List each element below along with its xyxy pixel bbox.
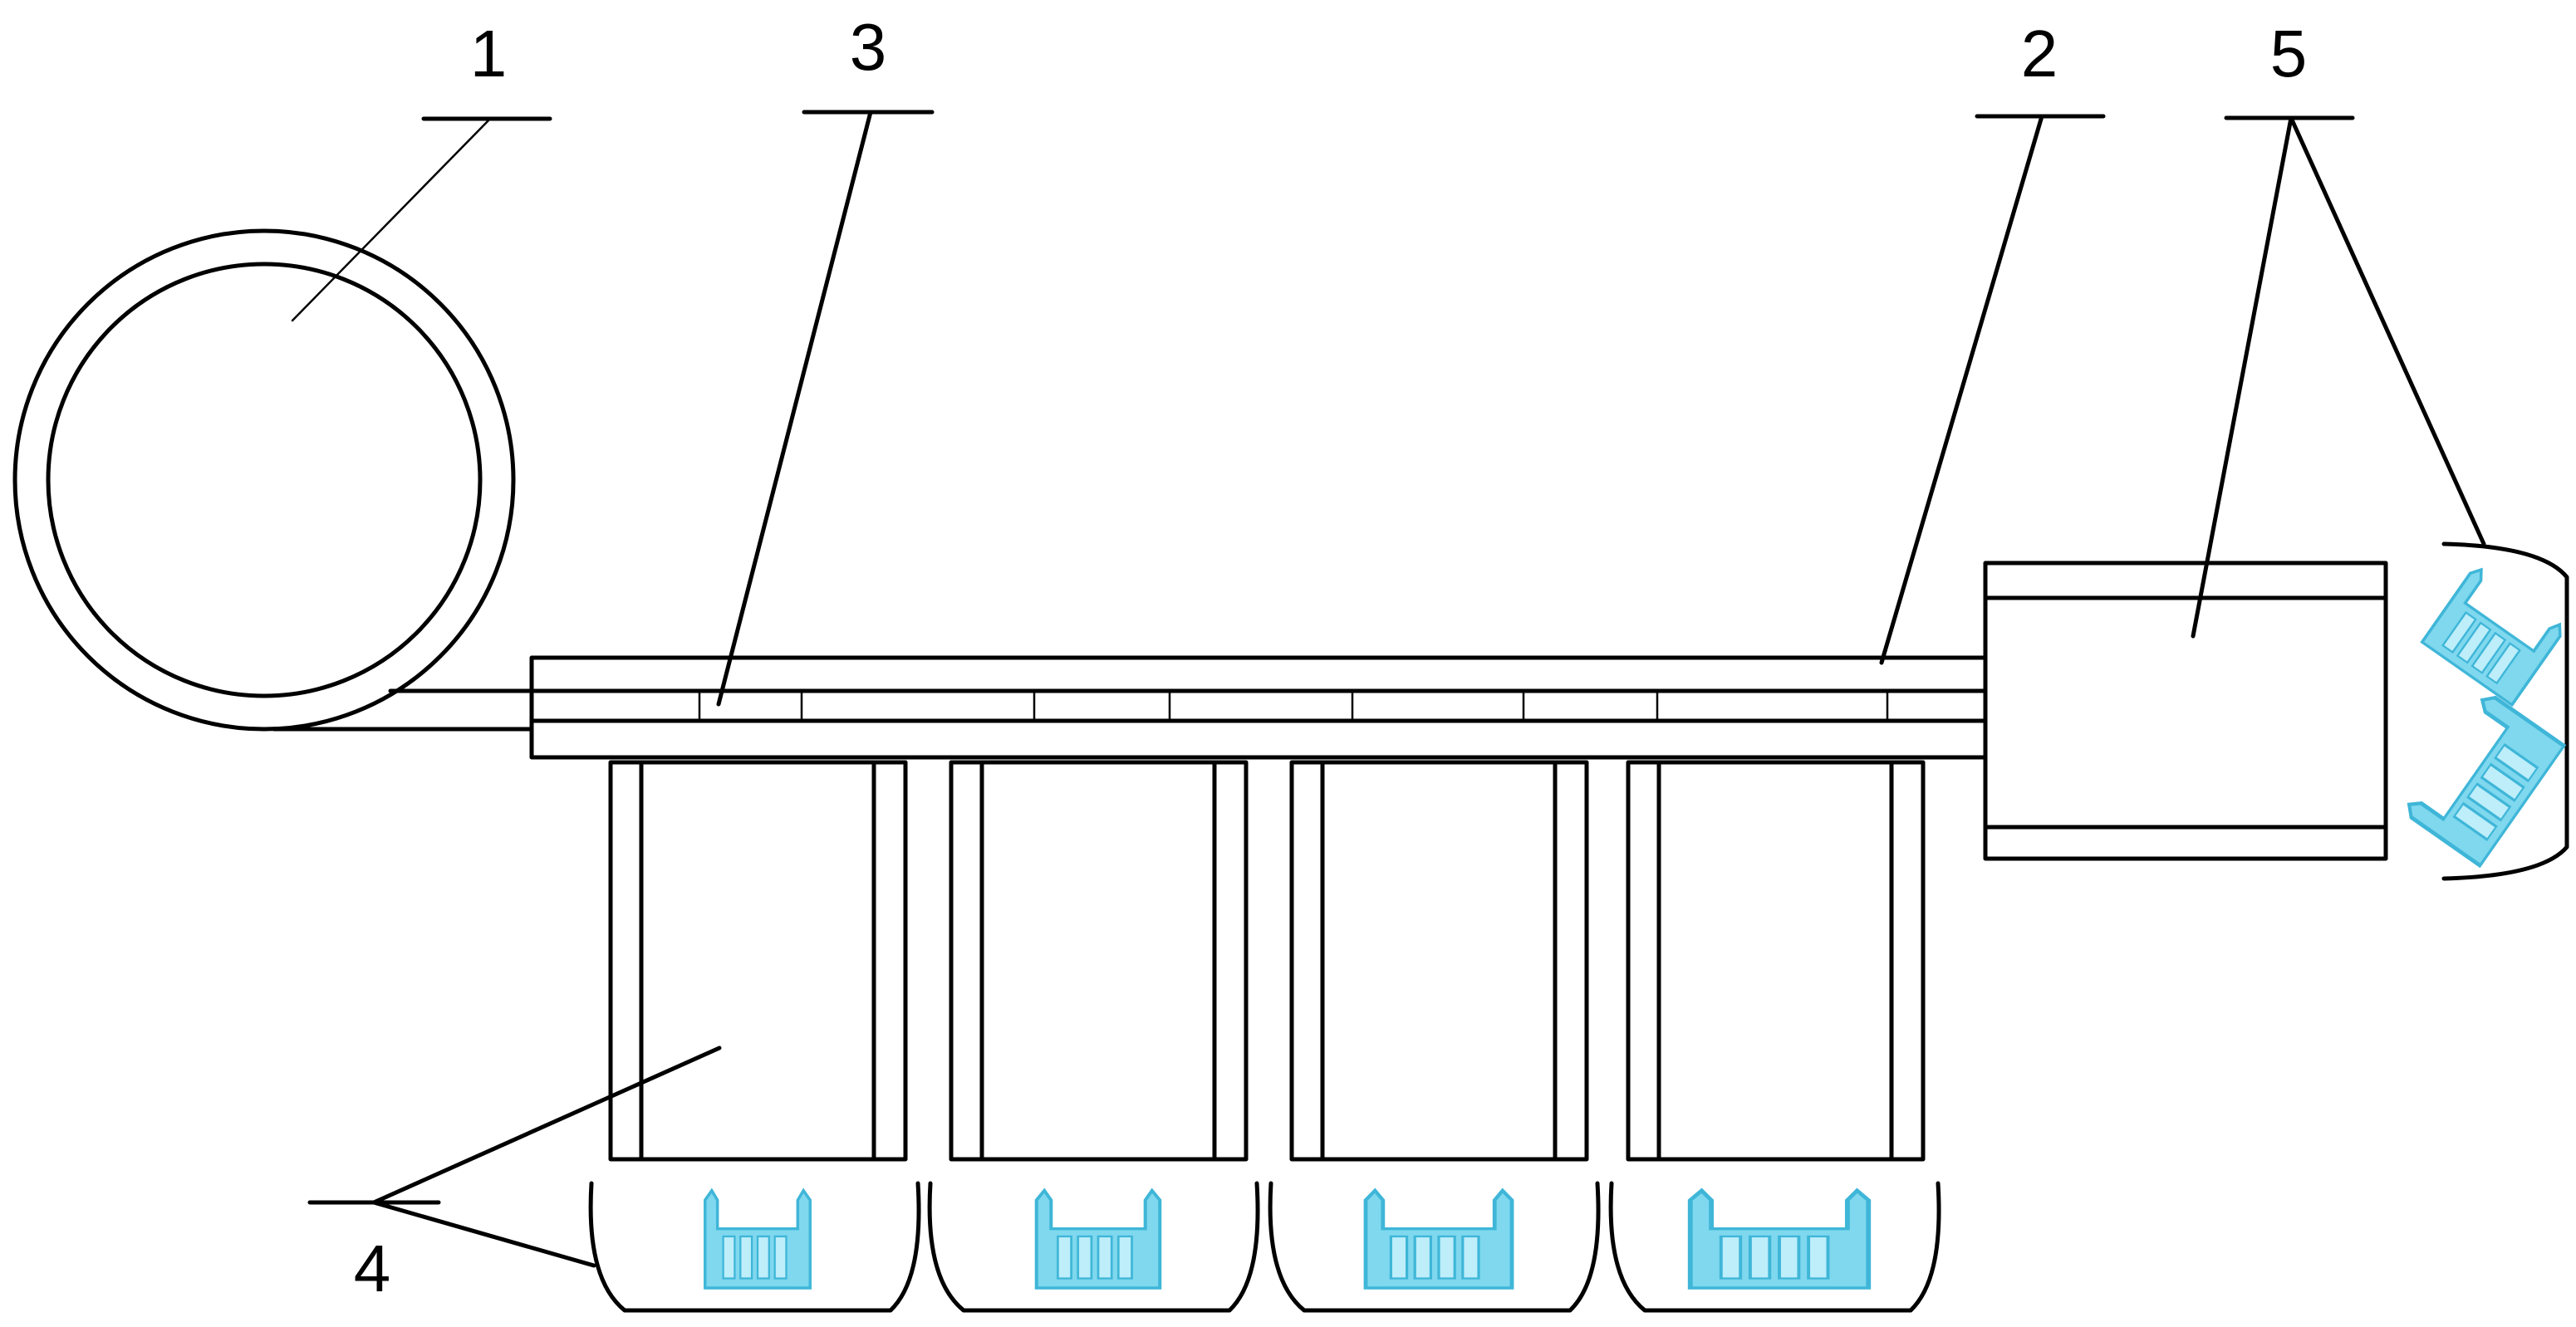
bin-1 bbox=[588, 1181, 921, 1313]
comb-connector-icon bbox=[704, 1188, 812, 1290]
label-5: 5 bbox=[2270, 17, 2308, 91]
station-4 bbox=[1626, 760, 1926, 1162]
bin-2 bbox=[927, 1181, 1260, 1313]
comb-connector-icon bbox=[1037, 1191, 1160, 1288]
comb-connector-icon bbox=[2420, 564, 2567, 707]
reel bbox=[12, 228, 534, 732]
conveyor-rail bbox=[529, 655, 1988, 760]
leader-lines bbox=[291, 110, 2486, 1268]
station-1 bbox=[608, 760, 908, 1162]
station-3 bbox=[1289, 760, 1589, 1162]
label-3: 3 bbox=[850, 10, 887, 84]
label-2: 2 bbox=[2021, 17, 2058, 91]
bin-4 bbox=[1608, 1181, 1941, 1313]
comb-connector-icon bbox=[1366, 1191, 1512, 1288]
comb-connector-icon bbox=[1690, 1191, 1869, 1288]
label-4: 4 bbox=[354, 1232, 391, 1305]
output-unit bbox=[1983, 561, 2388, 861]
station-2 bbox=[949, 760, 1249, 1162]
comb-connector-icon bbox=[2404, 693, 2564, 866]
bin-3 bbox=[1268, 1181, 1601, 1313]
output-chute bbox=[2404, 541, 2569, 881]
label-1: 1 bbox=[470, 17, 508, 91]
